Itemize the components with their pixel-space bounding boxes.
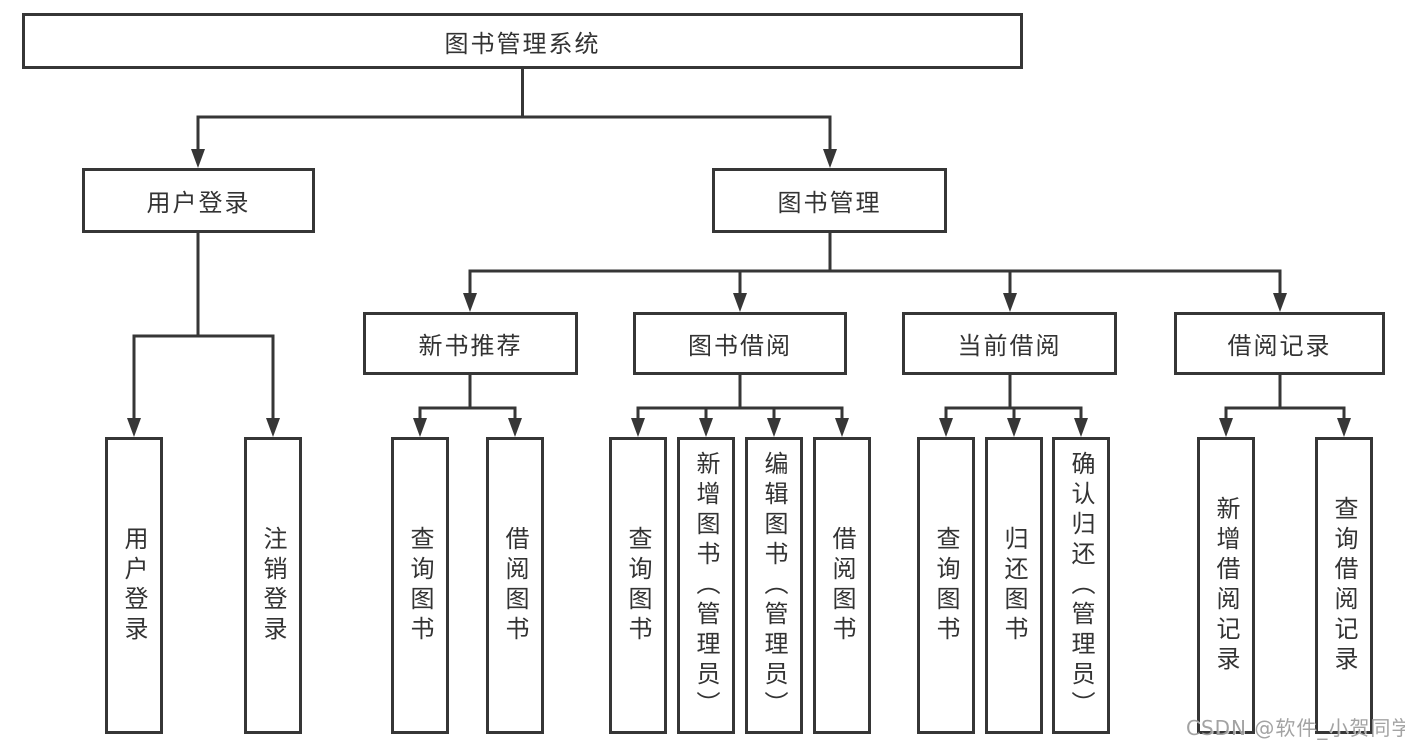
node-library-system: 图书管理系统 [22, 13, 1023, 69]
arrowheads [127, 149, 1351, 437]
node-book-borrowing: 图书借阅 [633, 312, 847, 375]
leaf-return-books-label: 归还图书 [1000, 525, 1028, 646]
leaf-edit-book-admin: 编辑图书（管理员） [745, 437, 803, 734]
leaf-edit-book-admin-label: 编辑图书（管理员） [760, 450, 788, 721]
leaf-user-login-label: 用户登录 [120, 525, 148, 646]
node-user-login-label: 用户登录 [146, 189, 251, 217]
leaf-borrowing-borrow-books: 借阅图书 [813, 437, 871, 734]
leaf-borrowing-query-books: 查询图书 [609, 437, 667, 734]
leaf-query-borrow-record-label: 查询借阅记录 [1330, 495, 1358, 676]
leaf-user-login: 用户登录 [105, 437, 163, 734]
leaf-borrowing-borrow-books-label: 借阅图书 [828, 525, 856, 646]
node-new-book-recommend: 新书推荐 [363, 312, 578, 375]
node-borrowing-records-label: 借阅记录 [1227, 332, 1332, 360]
node-book-borrowing-label: 图书借阅 [688, 332, 792, 360]
node-book-management: 图书管理 [712, 168, 947, 233]
node-library-system-label: 图书管理系统 [444, 29, 601, 58]
leaf-confirm-return-admin-label: 确认归还（管理员） [1067, 450, 1095, 721]
leaf-return-books: 归还图书 [985, 437, 1043, 734]
leaf-recommend-borrow-books: 借阅图书 [486, 437, 544, 734]
node-borrowing-records: 借阅记录 [1174, 312, 1385, 375]
leaf-add-book-admin: 新增图书（管理员） [677, 437, 735, 734]
leaf-recommend-query-books: 查询图书 [391, 437, 449, 734]
csdn-watermark: CSDN @软件_小贺同学 [1186, 716, 1405, 740]
leaf-add-borrow-record: 新增借阅记录 [1197, 437, 1255, 734]
node-book-management-label: 图书管理 [777, 189, 882, 217]
node-new-book-recommend-label: 新书推荐 [418, 332, 523, 360]
leaf-confirm-return-admin: 确认归还（管理员） [1052, 437, 1110, 734]
leaf-borrowing-query-books-label: 查询图书 [624, 525, 652, 646]
node-current-borrowing-label: 当前借阅 [957, 332, 1062, 360]
leaf-add-borrow-record-label: 新增借阅记录 [1212, 495, 1240, 676]
leaf-current-query-books: 查询图书 [917, 437, 975, 734]
leaf-recommend-borrow-books-label: 借阅图书 [501, 525, 529, 646]
leaf-query-borrow-record: 查询借阅记录 [1315, 437, 1373, 734]
leaf-add-book-admin-label: 新增图书（管理员） [692, 450, 720, 721]
leaf-recommend-query-books-label: 查询图书 [406, 525, 434, 646]
leaf-logout-login: 注销登录 [244, 437, 302, 734]
leaf-current-query-books-label: 查询图书 [932, 525, 960, 646]
node-current-borrowing: 当前借阅 [902, 312, 1117, 375]
node-user-login: 用户登录 [82, 168, 315, 233]
connector-segments [132, 67, 1346, 429]
leaf-logout-login-label: 注销登录 [259, 525, 287, 646]
